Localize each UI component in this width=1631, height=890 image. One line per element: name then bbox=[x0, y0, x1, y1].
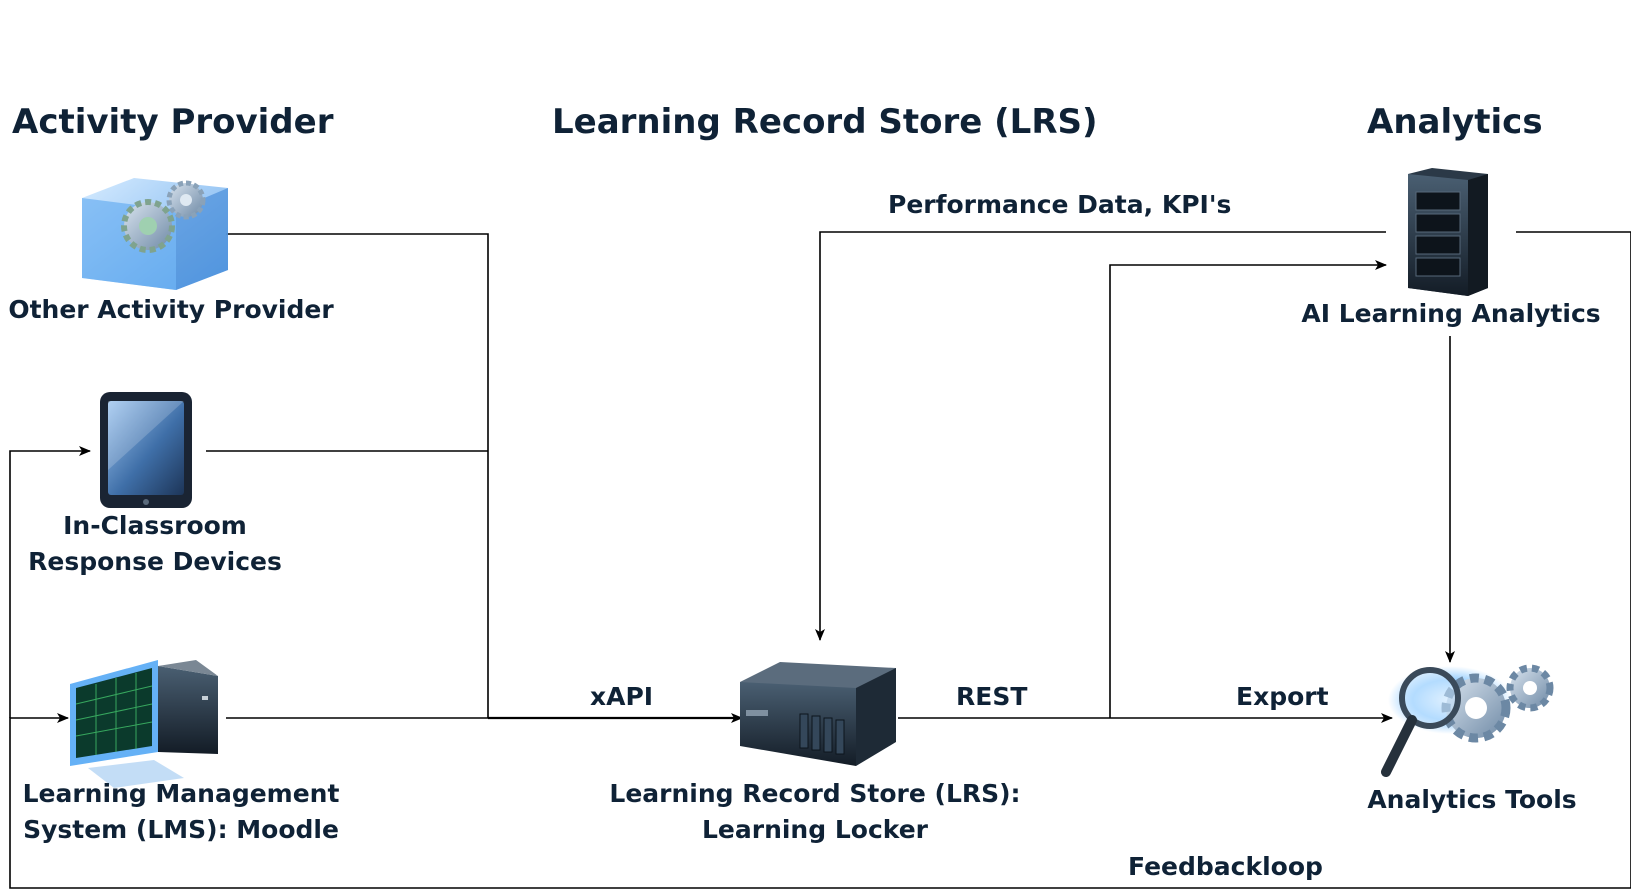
label-lms-line1: Learning Management bbox=[22, 779, 340, 808]
gear-cube-icon bbox=[82, 178, 228, 290]
edge-label-rest: REST bbox=[952, 682, 1032, 711]
desktop-computer-icon bbox=[70, 660, 218, 788]
edge-feedbackloop bbox=[9, 231, 1631, 889]
label-lrs: Learning Record Store (LRS): Learning Lo… bbox=[590, 776, 1040, 848]
tower-server-icon bbox=[1408, 168, 1488, 296]
edge-label-export: Export bbox=[1232, 682, 1333, 711]
edge-label-feedback: Feedbackloop bbox=[1124, 852, 1327, 881]
connector-lines bbox=[9, 231, 1631, 889]
label-analytics-tools: Analytics Tools bbox=[1367, 785, 1577, 814]
label-lrs-line1: Learning Record Store (LRS): bbox=[609, 779, 1021, 808]
edge-feedbackloop-tablet bbox=[9, 446, 91, 718]
rack-server-icon bbox=[740, 662, 896, 766]
heading-activity-provider: Activity Provider bbox=[12, 102, 334, 142]
label-response-devices-line2: Response Devices bbox=[28, 547, 282, 576]
label-response-devices-line1: In-Classroom bbox=[63, 511, 247, 540]
edge-other-provider bbox=[226, 233, 489, 718]
label-lrs-line2: Learning Locker bbox=[701, 815, 928, 844]
heading-lrs: Learning Record Store (LRS) bbox=[552, 102, 1098, 142]
heading-analytics: Analytics bbox=[1367, 102, 1543, 142]
edge-label-xapi: xAPI bbox=[586, 682, 658, 711]
magnifier-gears-icon bbox=[1381, 664, 1554, 777]
label-other-provider: Other Activity Provider bbox=[8, 295, 334, 324]
edge-performance bbox=[815, 231, 1386, 641]
label-ai-analytics: AI Learning Analytics bbox=[1301, 299, 1601, 328]
label-lms: Learning Management System (LMS): Moodle bbox=[0, 776, 362, 848]
tablet-icon bbox=[100, 392, 192, 508]
label-lms-line2: System (LMS): Moodle bbox=[23, 815, 339, 844]
edge-label-performance: Performance Data, KPI's bbox=[884, 190, 1236, 219]
label-response-devices: In-Classroom Response Devices bbox=[10, 508, 300, 580]
edge-rest-to-ai bbox=[1109, 260, 1387, 718]
